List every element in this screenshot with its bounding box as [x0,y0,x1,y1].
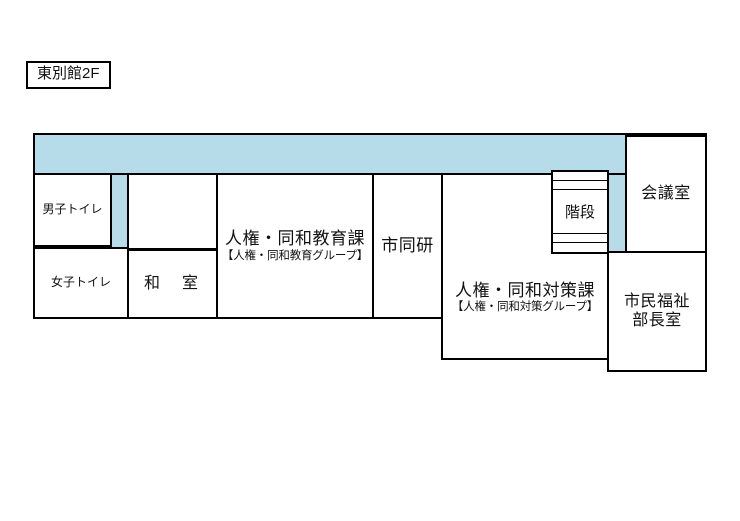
stair-step-4 [553,243,607,252]
room-sublabel-jinken-dowa-countermeasures-group: 【人権・同和対策グループ】 [451,301,599,314]
room-label-womens-toilet: 女子トイレ [50,275,111,290]
corridor-vertical-east [607,173,627,253]
room-japanese-style[interactable]: 和 室 [127,249,218,319]
room-label-jinken-dowa-education-division: 人権・同和教育課 [225,229,365,249]
corridor-vertical-west [110,173,129,250]
room-label-meeting-room: 会議室 [641,184,691,202]
room-label-citizen-welfare-director-line1: 市民福祉 [623,293,690,311]
stair-step-1 [553,172,607,181]
room-shidoken[interactable]: 市同研 [372,173,443,319]
stair-step-3 [553,234,607,243]
room-citizen-welfare-director-office[interactable]: 市民福祉 部長室 [607,251,707,372]
room-mens-toilet[interactable]: 男子トイレ [33,173,112,247]
room-label-citizen-welfare-director-line2: 部長室 [632,311,682,329]
room-label-jinken-dowa-countermeasures-division: 人権・同和対策課 [455,280,595,300]
floor-title-badge: 東別館2F [26,61,111,89]
room-label-japanese-style: 和 室 [143,274,201,292]
room-label-mens-toilet: 男子トイレ [42,202,103,217]
room-womens-toilet[interactable]: 女子トイレ [33,247,129,319]
stair-step-2 [553,181,607,190]
stairs-label: 階段 [553,190,607,234]
stairs-block[interactable]: 階段 [551,170,609,254]
corridor-main-horizontal [35,135,705,173]
room-jinken-dowa-education-division[interactable]: 人権・同和教育課 【人権・同和教育グループ】 [216,173,374,319]
room-sublabel-jinken-dowa-education-group: 【人権・同和教育グループ】 [221,249,369,262]
room-label-shidoken: 市同研 [381,236,434,256]
room-unlabeled-west[interactable] [127,173,218,250]
room-meeting-room[interactable]: 会議室 [625,135,707,253]
